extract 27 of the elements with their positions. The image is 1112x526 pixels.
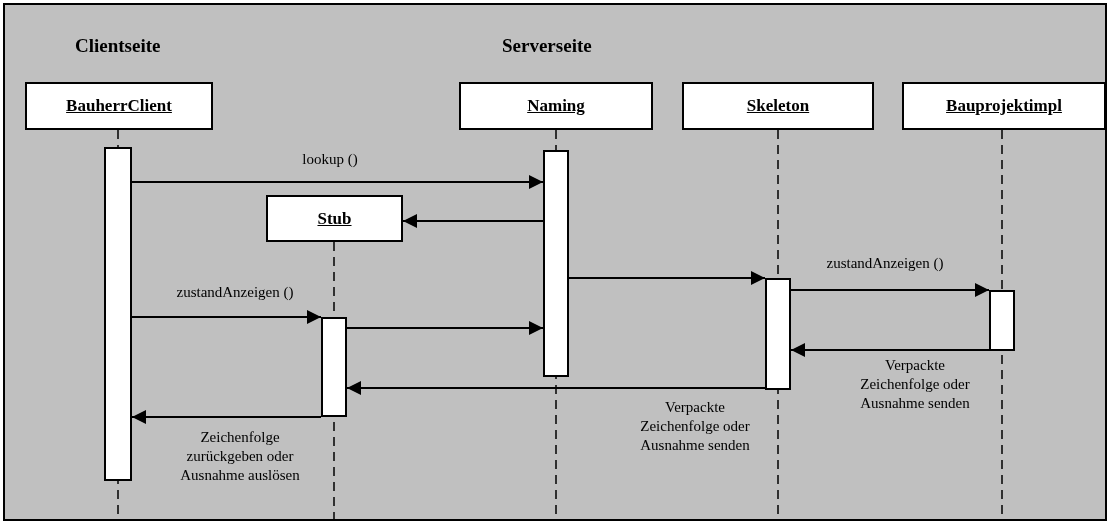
object-box: Bauprojektimpl: [902, 82, 1106, 130]
section-heading: Serverseite: [502, 35, 592, 57]
message-arrow: [131, 175, 544, 189]
activation-bar: [765, 278, 791, 390]
message-arrow: [346, 321, 544, 335]
object-box: Stub: [266, 195, 403, 242]
object-box: Skeleton: [682, 82, 874, 130]
activation-bar: [543, 150, 569, 377]
section-heading: Clientseite: [75, 35, 161, 57]
message-label: Verpackte Zeichenfolge oder Ausnahme senden: [860, 356, 970, 413]
message-label: zustandAnzeigen (): [825, 254, 945, 273]
message-label: zustandAnzeigen (): [175, 283, 295, 302]
object-box: BauherrClient: [25, 82, 213, 130]
message-arrow: [790, 283, 990, 297]
message-arrow: [131, 410, 322, 424]
activation-bar: [321, 317, 347, 417]
message-label: lookup (): [301, 150, 359, 169]
object-box: Naming: [459, 82, 653, 130]
message-arrow: [568, 271, 766, 285]
message-arrow: [402, 214, 544, 228]
message-arrow: [346, 381, 766, 395]
message-label: Verpackte Zeichenfolge oder Ausnahme senden: [640, 398, 750, 455]
message-arrow: [790, 343, 990, 357]
activation-bar: [104, 147, 132, 481]
message-arrow: [131, 310, 322, 324]
message-label: Zeichenfolge zurückgeben oder Ausnahme auslösen: [179, 428, 301, 485]
activation-bar: [989, 290, 1015, 351]
